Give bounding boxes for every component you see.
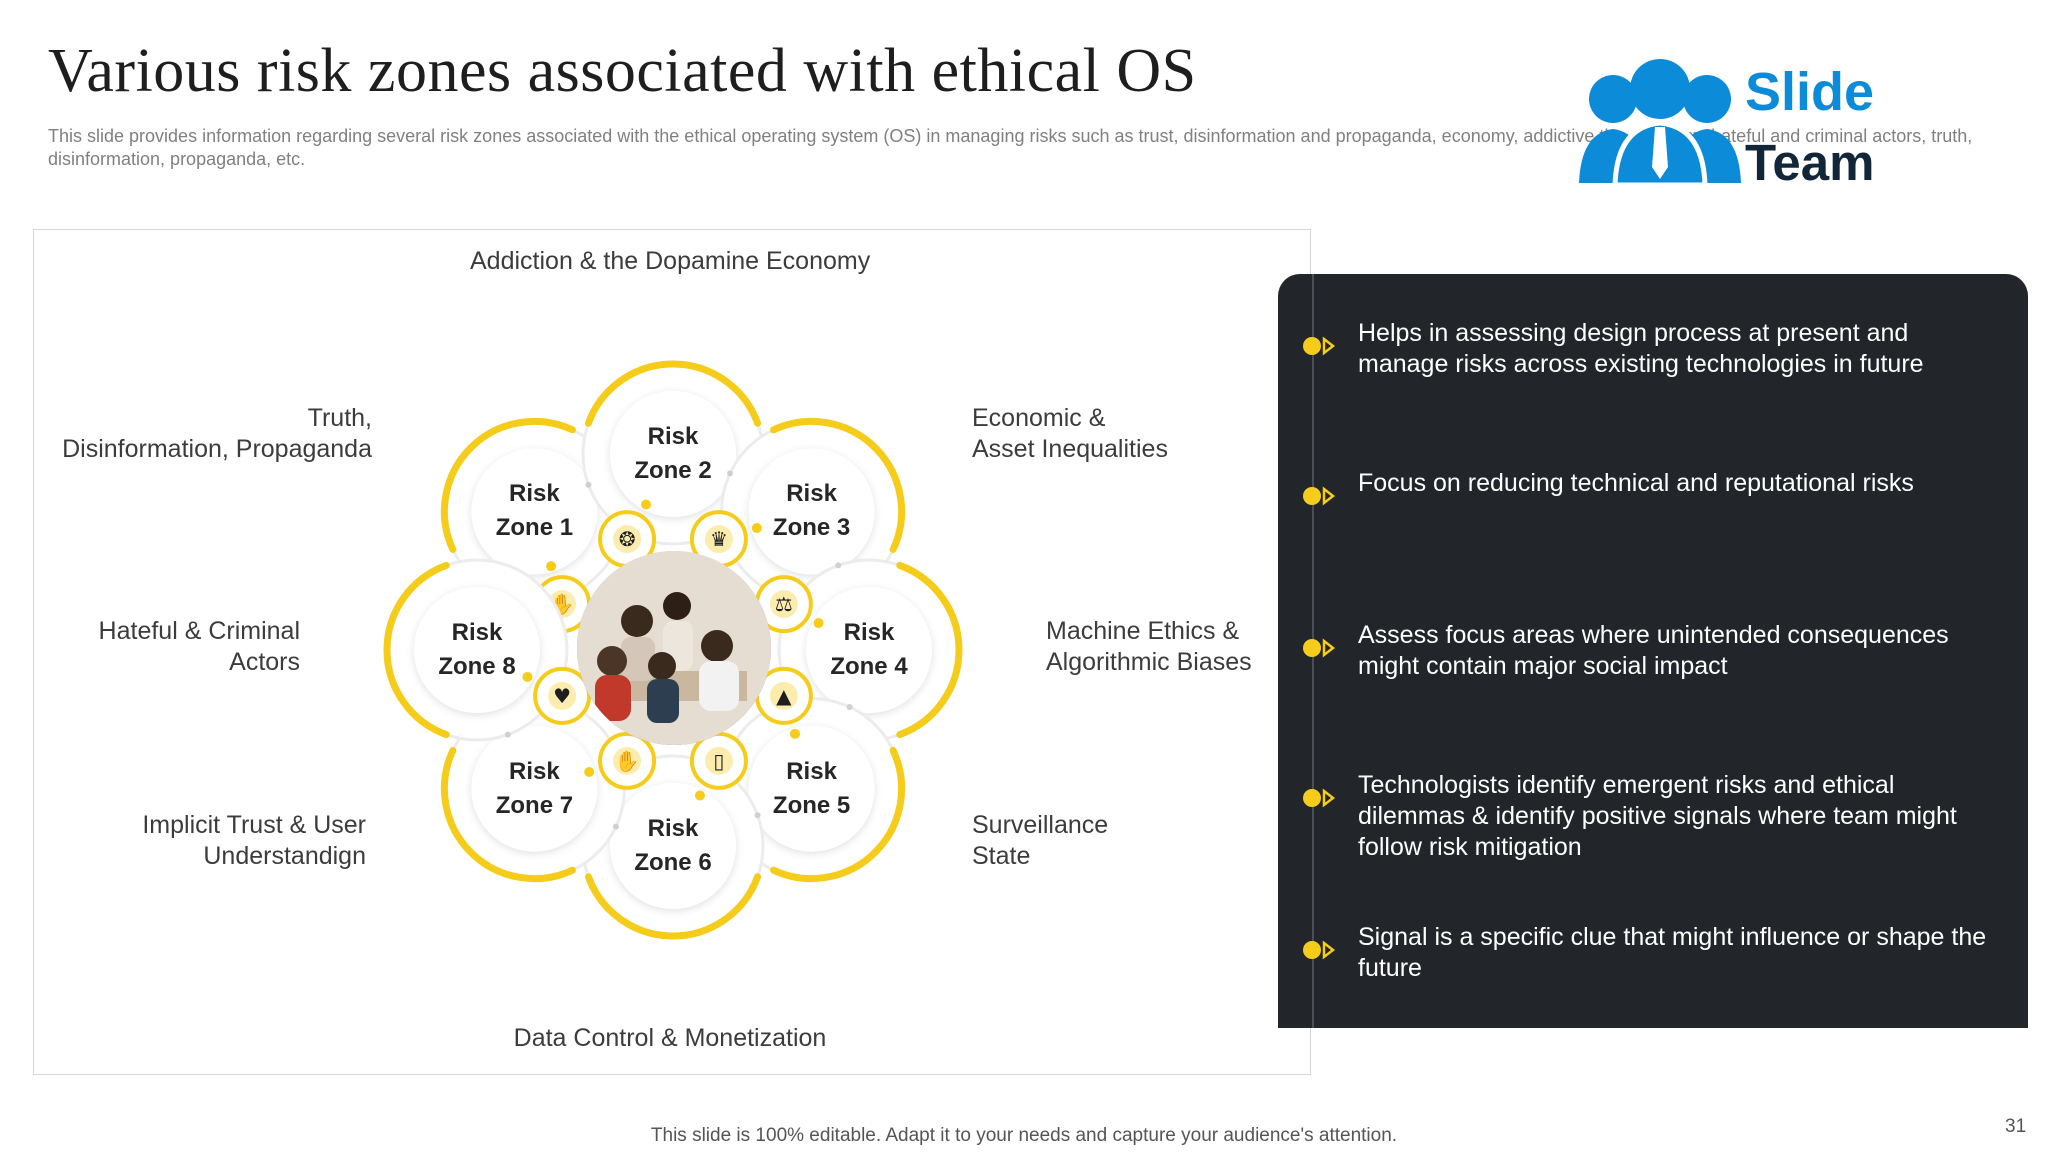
eye-triangle-icon: ▲ [754, 666, 813, 739]
risk-zone-2 [581, 360, 765, 546]
risk-zone-3 [720, 417, 906, 603]
risk-wheel-diagram: ✋❂♛⚖▲▯✋♥ [383, 360, 963, 940]
zone-arrow-tick [846, 704, 853, 711]
svg-text:⚖: ⚖ [775, 592, 793, 616]
risk-zone-6 [581, 754, 765, 940]
point-bullet-icon [1302, 334, 1336, 358]
brain-icon: ❂ [598, 499, 657, 569]
zone-disc [806, 587, 932, 713]
crown-icon: ♛ [689, 510, 762, 569]
zone-accent-arc [584, 873, 762, 940]
point-bullet-icon [1302, 484, 1336, 508]
risk-zone-description-3: Economic &Asset Inequalities [972, 404, 1168, 463]
zone-disc [610, 391, 736, 517]
key-point-5: Signal is a specific clue that might inf… [1358, 923, 1987, 982]
handshake-icon: ✋ [584, 731, 657, 790]
zone-arrow-tick [727, 470, 734, 477]
zone-arrow-tick [504, 731, 511, 738]
zone-arrow-tick [612, 823, 619, 830]
point-bullet-icon [1302, 938, 1336, 962]
zone-accent-arc [770, 417, 906, 553]
zone-disc [471, 725, 598, 852]
svg-text:▲: ▲ [776, 684, 792, 708]
risk-zone-description-6: Data Control & Monetization [513, 1024, 827, 1052]
zone-disc [414, 587, 540, 713]
slideteam-logo: Slide Team [1575, 55, 1895, 195]
zone-accent-arc [896, 561, 963, 739]
zone-accent-arc [584, 360, 762, 427]
key-point-3: Assess focus areas where unintended cons… [1358, 621, 1949, 680]
team-meeting-photo [577, 551, 771, 745]
risk-zone-4 [777, 558, 963, 742]
point-bullet-icon [1302, 636, 1336, 660]
key-point-2: Focus on reducing technical and reputati… [1358, 469, 1914, 497]
zone-disc [610, 783, 736, 909]
key-point-4: Technologists identify emergent risks an… [1358, 771, 1957, 861]
slide-subtitle: This slide provides information regardin… [48, 126, 1973, 169]
risk-zone-8 [383, 558, 569, 742]
phone-icon: ▯ [689, 731, 748, 801]
zone-disc [748, 725, 875, 852]
heart-hands-icon: ♥ [522, 666, 592, 725]
risk-zone-5 [720, 697, 906, 883]
logo-text-slide: Slide [1745, 62, 1875, 122]
risk-zone-description-2: Addiction & the Dopamine Economy [470, 247, 871, 275]
zone-arrow-tick [835, 562, 842, 569]
zone-accent-arc [440, 747, 576, 883]
slide-title: Various risk zones associated with ethic… [48, 37, 1197, 105]
logo-text-team: Team [1745, 134, 1875, 191]
svg-text:♛: ♛ [710, 527, 728, 551]
zone-disc [471, 448, 598, 575]
zone-disc [748, 448, 875, 575]
risk-zone-description-1: Truth,Disinformation, Propaganda [62, 404, 372, 463]
svg-text:▯: ▯ [713, 749, 724, 773]
svg-text:✋: ✋ [615, 749, 640, 773]
key-points-panel [1278, 274, 2028, 1028]
risk-zone-description-4: Machine Ethics &Algorithmic Biases [1046, 617, 1252, 676]
team-people-icon [1579, 59, 1741, 188]
zone-accent-arc [383, 561, 450, 739]
key-point-1: Helps in assessing design process at pre… [1358, 319, 1924, 378]
svg-text:❂: ❂ [619, 527, 636, 551]
zone-accent-arc [440, 417, 576, 553]
zone-arrow-tick [585, 481, 592, 488]
footer-note: This slide is 100% editable. Adapt it to… [650, 1125, 1398, 1146]
zone-accent-arc [770, 747, 906, 883]
svg-text:♥: ♥ [553, 684, 571, 708]
point-bullet-icon [1302, 786, 1336, 810]
zone-arrow-tick [754, 812, 761, 819]
page-number: 31 [2005, 1116, 2027, 1137]
